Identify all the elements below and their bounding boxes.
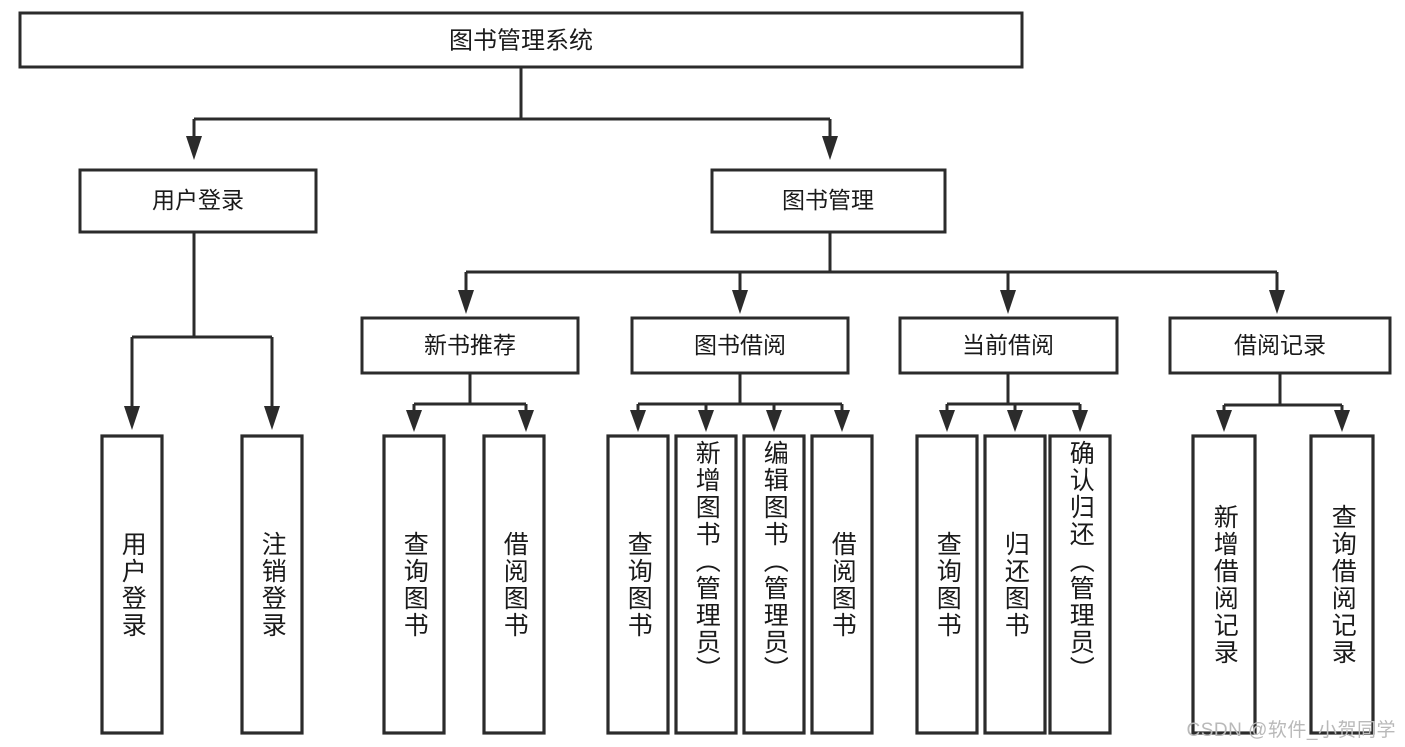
node-new-book-recommend-box[interactable] bbox=[360, 316, 580, 375]
arrow-head-leaf-user-login bbox=[124, 406, 140, 430]
leaf-borrow-book-1-box[interactable] bbox=[482, 434, 546, 735]
node-current-borrow-label: 当前借阅 bbox=[962, 332, 1054, 358]
leaf-confirm-return-box[interactable] bbox=[1048, 434, 1112, 735]
leaf-query-book-2-box[interactable] bbox=[606, 434, 670, 735]
leaf-query-record-box[interactable] bbox=[1309, 434, 1375, 735]
node-book-borrow[interactable]: 图书借阅 bbox=[630, 316, 850, 375]
arrow-head-leaf-return-book bbox=[1007, 410, 1023, 432]
connector-group-user-login bbox=[124, 232, 280, 430]
node-borrow-record[interactable]: 借阅记录 bbox=[1168, 316, 1392, 375]
node-user-login[interactable]: 用户登录 bbox=[78, 168, 318, 234]
node-book-management-box[interactable] bbox=[710, 168, 947, 234]
arrow-head-leaf-add-book bbox=[698, 410, 714, 432]
watermark-text: CSDN @软件_小贺同学 bbox=[1186, 720, 1396, 741]
node-borrow-record-box[interactable] bbox=[1168, 316, 1392, 375]
leaf-user-login-box[interactable] bbox=[100, 434, 164, 735]
leaf-add-book-box[interactable] bbox=[674, 434, 738, 735]
node-book-borrow-box[interactable] bbox=[630, 316, 850, 375]
connector-group-current-borrow bbox=[939, 373, 1088, 432]
leaf-borrow-book-2-box[interactable] bbox=[810, 434, 874, 735]
arrow-head-leaf-edit-book bbox=[766, 410, 782, 432]
arrow-head-leaf-query-book-3 bbox=[939, 410, 955, 432]
arrow-head-leaf-logout-login bbox=[264, 406, 280, 430]
node-root-label: 图书管理系统 bbox=[449, 27, 593, 54]
leaf-edit-book-box[interactable] bbox=[742, 434, 806, 735]
arrow-head-leaf-borrow-book-1 bbox=[518, 410, 534, 432]
node-book-management-label: 图书管理 bbox=[782, 187, 874, 213]
leaf-return-book-box[interactable] bbox=[983, 434, 1047, 735]
node-book-borrow-label: 图书借阅 bbox=[694, 332, 786, 358]
node-new-book-recommend[interactable]: 新书推荐 bbox=[360, 316, 580, 375]
leaf-add-record-box[interactable] bbox=[1191, 434, 1257, 735]
arrow-head-new-book-recommend bbox=[458, 290, 474, 314]
leaf-query-book-3-box[interactable] bbox=[915, 434, 979, 735]
connector-group-new-book-recommend bbox=[406, 373, 534, 432]
connector-group-book-management bbox=[458, 232, 1285, 314]
connector-group-root bbox=[186, 67, 838, 160]
arrow-head-leaf-add-record bbox=[1216, 410, 1232, 432]
node-borrow-record-label: 借阅记录 bbox=[1234, 332, 1326, 358]
node-root[interactable]: 图书管理系统 bbox=[18, 11, 1024, 69]
arrow-head-user-login bbox=[186, 136, 202, 160]
node-book-management[interactable]: 图书管理 bbox=[710, 168, 947, 234]
arrow-head-leaf-query-book-1 bbox=[406, 410, 422, 432]
arrow-head-leaf-confirm-return bbox=[1072, 410, 1088, 432]
arrow-head-book-borrow bbox=[732, 290, 748, 314]
connector-group-book-borrow bbox=[630, 373, 850, 432]
node-current-borrow[interactable]: 当前借阅 bbox=[898, 316, 1119, 375]
node-current-borrow-box[interactable] bbox=[898, 316, 1119, 375]
node-new-book-recommend-label: 新书推荐 bbox=[424, 332, 516, 358]
arrow-head-leaf-query-book-2 bbox=[630, 410, 646, 432]
connector-group-borrow-record bbox=[1216, 373, 1350, 432]
arrow-head-leaf-query-record bbox=[1334, 410, 1350, 432]
arrow-head-current-borrow bbox=[1000, 290, 1016, 314]
leaf-query-book-1-box[interactable] bbox=[382, 434, 446, 735]
arrow-head-borrow-record bbox=[1269, 290, 1285, 314]
node-root-box[interactable] bbox=[18, 11, 1024, 69]
leaf-box-group bbox=[100, 434, 1375, 735]
arrow-head-book-management bbox=[822, 136, 838, 160]
arrow-head-leaf-borrow-book-2 bbox=[834, 410, 850, 432]
node-user-login-label: 用户登录 bbox=[152, 187, 244, 213]
leaf-logout-login-box[interactable] bbox=[240, 434, 304, 735]
node-user-login-box[interactable] bbox=[78, 168, 318, 234]
